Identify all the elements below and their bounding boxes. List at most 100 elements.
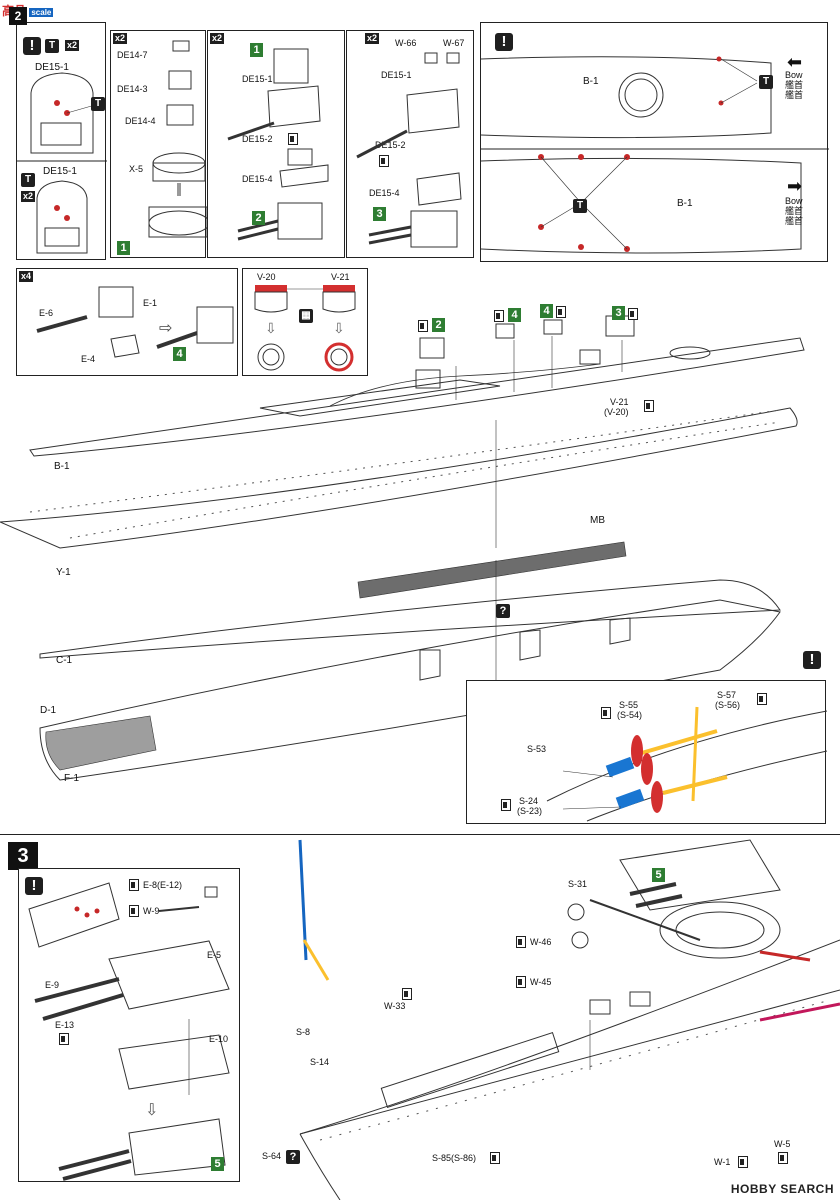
- step-ref-green: 3: [612, 306, 625, 320]
- step-number: 3: [8, 842, 38, 870]
- glue-icon: [59, 1033, 69, 1045]
- part-label: W-33: [384, 1001, 406, 1011]
- drill-icon: T: [21, 173, 35, 187]
- inset-main-turret: ! ⇩ E-8(E-12) W-9 E-5 E-9 E-13 E-10 5: [18, 868, 240, 1182]
- part-label: DE15-4: [369, 188, 400, 198]
- quantity-badge: x2: [365, 33, 380, 44]
- part-label: Y-1: [56, 567, 71, 578]
- warning-icon: !: [23, 37, 41, 55]
- step-ref-green: 5: [211, 1157, 224, 1171]
- part-label: S-24: [519, 796, 539, 806]
- part-label: DE15-1: [35, 62, 69, 73]
- part-label: W-66: [395, 38, 417, 48]
- warning-icon: !: [25, 877, 43, 895]
- drill-icon: T: [573, 199, 587, 213]
- glue-icon: [601, 707, 611, 719]
- bow-arrow-icon: ⬅: [787, 52, 803, 72]
- part-label: E-1: [143, 298, 158, 308]
- part-label: DE14-4: [125, 116, 156, 126]
- watermark-sub: scale: [29, 8, 54, 17]
- deck-drill-drawing: [480, 56, 829, 254]
- part-label: F-1: [64, 773, 79, 784]
- glue-icon: [757, 693, 767, 705]
- info-icon: ?: [286, 1150, 300, 1164]
- panel-f: x4 E-6 E-1 E-4 ⇨ 4: [16, 268, 238, 376]
- glue-icon: [494, 310, 504, 322]
- glue-icon: [379, 155, 389, 167]
- info-icon: ?: [496, 604, 510, 618]
- part-label: E-5: [207, 950, 222, 960]
- part-label: B-1: [54, 461, 70, 472]
- part-label: (S-54): [617, 710, 643, 720]
- step-ref-green: 2: [432, 318, 445, 332]
- step-ref-green: 2: [252, 211, 265, 225]
- part-label: (S-23): [517, 806, 543, 816]
- bow-label-jp: 艦首: [785, 90, 804, 100]
- quantity-badge: x2: [210, 33, 225, 44]
- decal-placement-drawing: ⇩ ⇩: [254, 285, 356, 372]
- drill-icon: T: [45, 39, 59, 53]
- glue-icon: [129, 879, 139, 891]
- bow-assembly-drawing: [298, 839, 840, 1200]
- step-ref-green: 1: [117, 241, 130, 255]
- part-label: DE15-1: [43, 166, 77, 177]
- svg-text:⇩: ⇩: [145, 1100, 158, 1119]
- part-label: W-45: [530, 977, 552, 987]
- part-label: DE15-4: [242, 174, 273, 184]
- warning-icon: !: [803, 651, 821, 669]
- bow-label-jp: 艦首: [785, 80, 804, 90]
- glue-icon: [402, 988, 412, 1000]
- part-label: W-1: [714, 1157, 731, 1167]
- part-label: E-10: [209, 1034, 229, 1044]
- bow-label-en: Bow: [785, 70, 803, 80]
- svg-text:⇨: ⇨: [159, 318, 172, 337]
- panel-a: 2 ! T x2 DE15-1 T T x2 DE15-1: [9, 7, 107, 260]
- turret-assembly-drawing: [227, 48, 329, 241]
- svg-text:⇩: ⇩: [265, 321, 277, 337]
- hull-assembly-drawing: [0, 315, 805, 781]
- panel-d: x2 W-66 W-67 DE15-1 DE15-2 DE15-4 3: [346, 30, 474, 258]
- quantity-badge: x2: [113, 33, 128, 44]
- bow-label-jp: 艦首: [785, 206, 804, 216]
- glue-icon: [129, 905, 139, 917]
- drill-icon: T: [759, 75, 773, 89]
- part-label: DE14-3: [117, 84, 148, 94]
- secondary-gun-drawing: ⇨: [36, 286, 234, 358]
- part-label: C-1: [56, 655, 73, 666]
- part-label: E-9: [45, 980, 60, 990]
- part-label: DE15-1: [242, 74, 273, 84]
- step-ref-green: 4: [508, 308, 521, 322]
- part-label: S-53: [527, 744, 547, 754]
- part-label: W-9: [143, 906, 160, 916]
- quantity-badge: x4: [19, 271, 34, 282]
- part-label: MB: [590, 515, 605, 526]
- step-divider: [0, 834, 840, 835]
- part-label: X-5: [129, 164, 144, 174]
- quantity-badge: x2: [21, 191, 36, 202]
- part-label: S-55: [619, 700, 639, 710]
- step-ref-green: 1: [250, 43, 263, 57]
- part-label: E-13: [55, 1020, 75, 1030]
- part-label: D-1: [40, 705, 57, 716]
- part-label: W-46: [530, 937, 552, 947]
- part-label: S-31: [568, 879, 588, 889]
- main-turret-drawing: ⇩: [28, 882, 230, 1181]
- part-label: DE15-2: [375, 140, 406, 150]
- bow-label-jp: 艦首: [785, 216, 804, 226]
- part-label: E-6: [39, 308, 54, 318]
- glue-icon: [288, 133, 298, 145]
- panel-b: x2 DE14-7 DE14-3 DE14-4 X-5 1: [110, 30, 210, 258]
- part-label: S-14: [310, 1057, 330, 1067]
- part-label: DE15-1: [381, 70, 412, 80]
- part-label: DE15-2: [242, 134, 273, 144]
- part-label: (V-20): [604, 407, 629, 417]
- aa-mount-drawing: [148, 40, 210, 238]
- step-ref-green: 4: [173, 347, 186, 361]
- glue-icon: [644, 400, 654, 412]
- part-label: V-20: [257, 272, 276, 282]
- part-label: B-1: [677, 198, 693, 209]
- glue-icon: [516, 976, 526, 988]
- step-ref-green: 3: [373, 207, 386, 221]
- turret-assembly-drawing: [356, 52, 462, 248]
- part-label: V-21: [610, 397, 629, 407]
